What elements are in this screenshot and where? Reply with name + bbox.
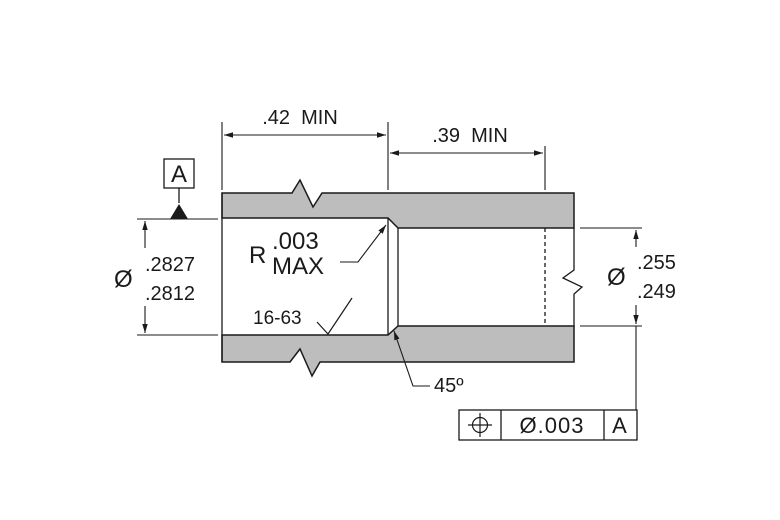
- radius-prefix: R: [249, 242, 266, 269]
- diameter-symbol-left: Ø: [114, 266, 133, 293]
- right-diameter-upper: .255: [637, 252, 676, 274]
- bore-depth-label: .39 MIN: [432, 125, 508, 147]
- left-diameter-upper: .2827: [145, 254, 195, 276]
- datum-triangle-icon: [170, 204, 188, 219]
- counterbore-depth-label: .42 MIN: [262, 107, 338, 129]
- diameter-symbol-right: Ø: [607, 264, 626, 291]
- bore-diameter-dimension: Ø .255 .249: [607, 230, 676, 412]
- radius-suffix: MAX: [272, 253, 324, 280]
- lower-wall: [221, 325, 575, 378]
- counterbore-diameter-dimension: Ø .2827 .2812: [114, 221, 195, 333]
- section-walls: [221, 178, 575, 378]
- chamfer-callout: 45º: [393, 330, 464, 397]
- right-diameter-lower: .249: [637, 281, 676, 303]
- position-tolerance: Ø.003: [520, 413, 585, 438]
- counterbore-depth-dimension: .42 MIN: [224, 107, 386, 138]
- extension-lines: [137, 122, 642, 336]
- surface-finish-label: 16-63: [253, 308, 302, 329]
- chamfer-angle-label: 45º: [434, 375, 464, 397]
- feature-control-frame: Ø.003 A: [458, 409, 638, 441]
- left-diameter-lower: .2812: [145, 283, 195, 305]
- surface-finish-icon: [316, 297, 353, 335]
- position-icon: [468, 413, 492, 437]
- radius-value: .003: [272, 228, 319, 255]
- part-outline: [221, 193, 584, 362]
- surface-finish-callout: 16-63: [253, 297, 353, 335]
- radius-callout: R .003 MAX: [249, 224, 387, 280]
- datum-a: A: [163, 158, 195, 219]
- datum-label: A: [171, 161, 187, 188]
- bore-depth-dimension: .39 MIN: [390, 125, 543, 156]
- upper-wall: [221, 178, 575, 229]
- datum-reference: A: [612, 413, 628, 438]
